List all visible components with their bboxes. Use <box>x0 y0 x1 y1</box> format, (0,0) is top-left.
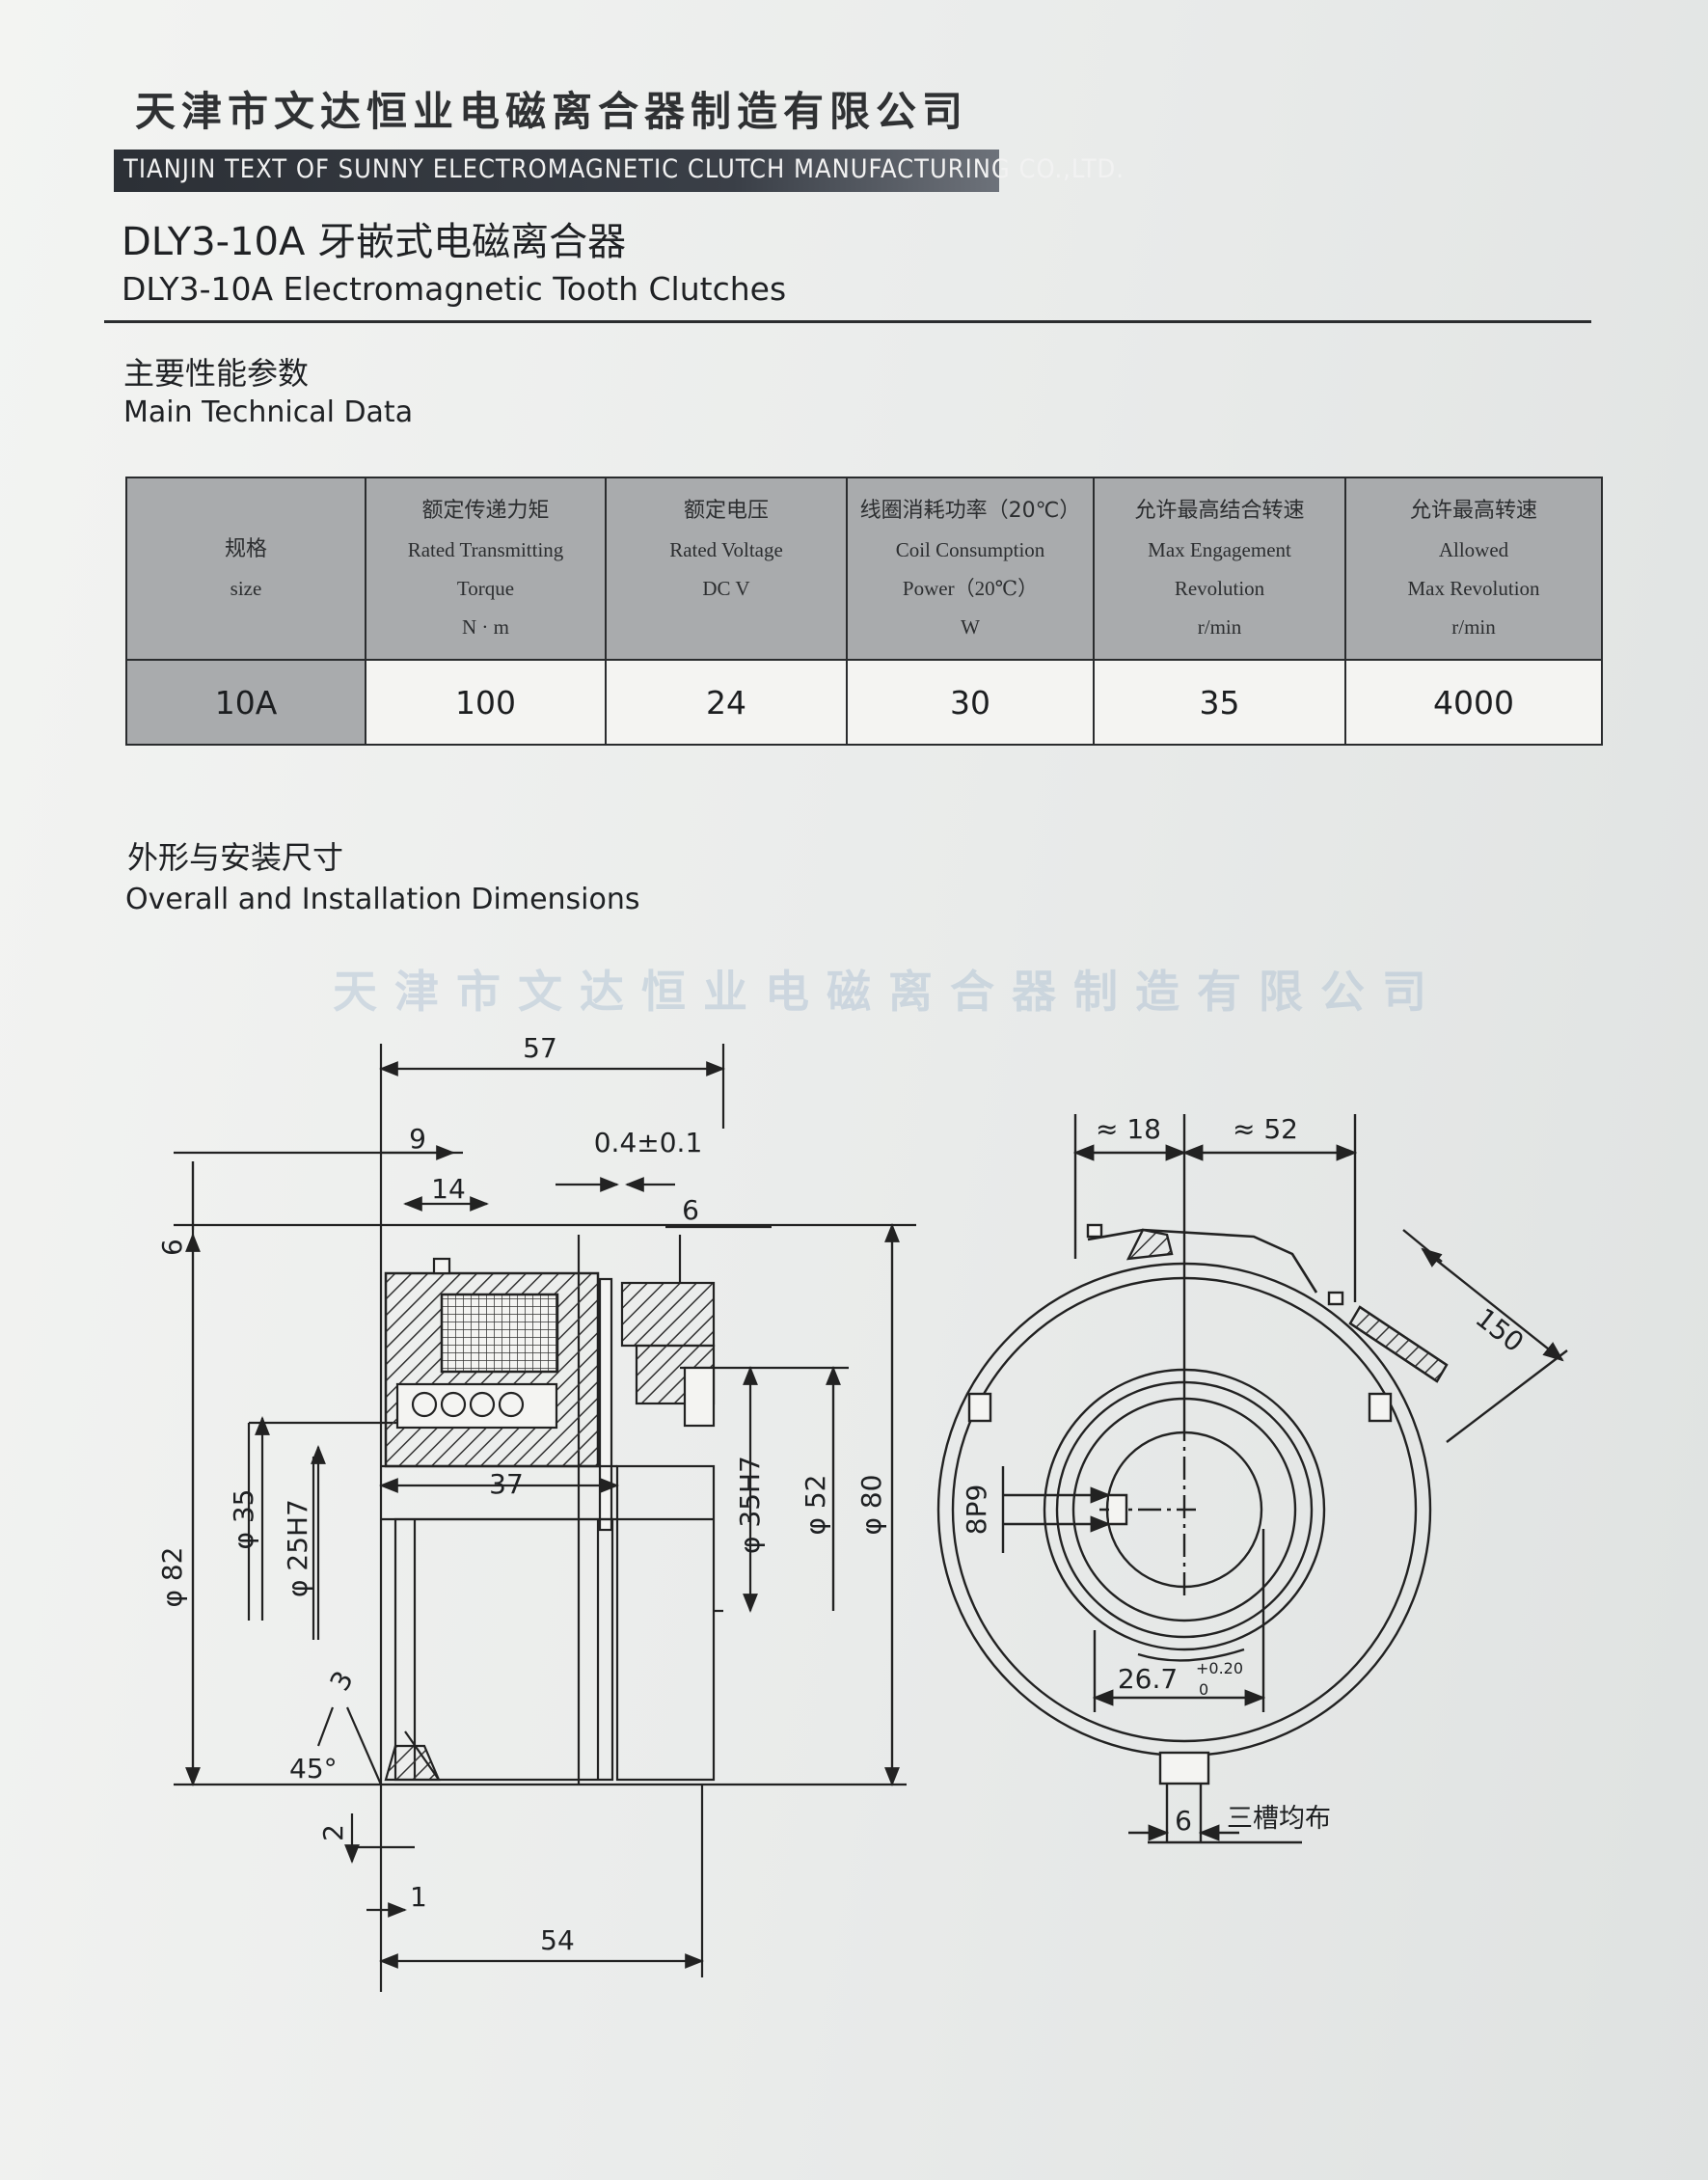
dim-2: 2 <box>317 1824 349 1841</box>
header-voltage: 额定电压 Rated Voltage DC V <box>605 477 848 661</box>
slot-note: 三槽均布 <box>1227 1804 1331 1834</box>
dim-1: 1 <box>410 1881 427 1913</box>
header-engagement-cn: 允许最高结合转速 <box>1134 498 1305 523</box>
header-torque-unit: N · m <box>462 614 509 639</box>
dim-tolerance-lower: 0 <box>1199 1680 1208 1699</box>
header-power-unit: W <box>961 614 980 639</box>
header-max-rev-en-2: Max Revolution <box>1407 576 1540 600</box>
dim-phi35h7: φ 35H7 <box>734 1456 766 1554</box>
dim-3: 3 <box>323 1666 359 1697</box>
header-voltage-unit: DC V <box>702 576 750 600</box>
cell-engagement: 35 <box>1093 659 1346 746</box>
header-power-en-2: Power（20℃） <box>902 576 1039 600</box>
header-max-rev-unit: r/min <box>1451 614 1496 639</box>
header-size-cn: 规格 <box>224 536 267 561</box>
tech-section-title-en: Main Technical Data <box>123 395 414 429</box>
cell-torque: 100 <box>365 659 607 746</box>
header-voltage-cn: 额定电压 <box>683 498 769 523</box>
header-size-en: size <box>230 576 262 600</box>
product-title-cn: DLY3-10A 牙嵌式电磁离合器 <box>122 220 627 264</box>
header-max-rev-cn: 允许最高转速 <box>1409 498 1537 523</box>
dim-8p9: 8P9 <box>961 1485 992 1536</box>
dim-9: 9 <box>409 1123 426 1155</box>
product-title-en: DLY3-10A Electromagnetic Tooth Clutches <box>122 270 787 308</box>
cell-max-rev: 4000 <box>1344 659 1603 746</box>
dim-26-7: 26.7 <box>1118 1663 1178 1695</box>
header-torque-cn: 额定传递力矩 <box>421 498 550 523</box>
dim-section-title-cn: 外形与安装尺寸 <box>127 839 344 876</box>
dim-phi25h7: φ 25H7 <box>282 1499 313 1597</box>
header-voltage-en: Rated Voltage <box>669 537 783 561</box>
dim-phi80: φ 80 <box>855 1475 887 1536</box>
front-view <box>936 1114 1568 1844</box>
header-torque: 额定传递力矩 Rated Transmitting Torque N · m <box>365 477 607 661</box>
dim-150: 150 <box>1470 1302 1530 1359</box>
header-max-rev: 允许最高转速 Allowed Max Revolution r/min <box>1344 477 1603 661</box>
header-size: 规格 size <box>125 477 366 661</box>
spec-table: 规格 size 额定传递力矩 Rated Transmitting Torque… <box>125 477 1603 746</box>
dimension-drawing: 57 9 14 0.4±0.1 6 6 φ 82 φ 35 φ 25H7 37 … <box>156 1032 1568 1992</box>
title-divider <box>104 320 1591 323</box>
dim-section-title-en: Overall and Installation Dimensions <box>125 883 640 916</box>
header-engagement-en-1: Max Engagement <box>1148 537 1291 561</box>
dim-phi82: φ 82 <box>156 1547 188 1608</box>
header-power-en-1: Coil Consumption <box>895 537 1045 561</box>
dim-approx-52: ≈ 52 <box>1233 1113 1298 1145</box>
company-name-cn: 天津市文达恒业电磁离合器制造有限公司 <box>135 88 969 135</box>
header-max-rev-en-1: Allowed <box>1438 537 1509 561</box>
spec-table-header-row: 规格 size 额定传递力矩 Rated Transmitting Torque… <box>125 477 1603 661</box>
company-band <box>114 150 999 192</box>
dim-gap: 0.4±0.1 <box>594 1127 703 1158</box>
header-torque-en-1: Rated Transmitting <box>407 537 564 561</box>
dim-37: 37 <box>489 1468 524 1500</box>
watermark: 天津市文达恒业电磁离合器制造有限公司 <box>333 966 1444 1018</box>
dim-6-top: 6 <box>682 1194 699 1226</box>
dim-57: 57 <box>523 1032 557 1064</box>
header-torque-en-2: Torque <box>456 576 515 600</box>
cell-power: 30 <box>846 659 1095 746</box>
dim-45deg: 45° <box>289 1753 338 1785</box>
dim-approx-18: ≈ 18 <box>1096 1113 1161 1145</box>
dim-6-left: 6 <box>156 1239 188 1256</box>
side-view-labels: 57 9 14 0.4±0.1 6 6 φ 82 φ 35 φ 25H7 37 … <box>156 1032 887 1956</box>
dim-14: 14 <box>431 1173 466 1205</box>
company-name-en: TIANJIN TEXT OF SUNNY ELECTROMAGNETIC CL… <box>123 154 1125 184</box>
header-power-cn: 线圈消耗功率（20℃） <box>859 498 1081 523</box>
cell-size: 10A <box>125 659 366 746</box>
header-engagement: 允许最高结合转速 Max Engagement Revolution r/min <box>1093 477 1346 661</box>
dim-54: 54 <box>540 1924 575 1956</box>
side-view <box>174 1044 916 1992</box>
dim-phi52: φ 52 <box>800 1475 831 1536</box>
dim-phi35: φ 35 <box>228 1489 259 1550</box>
front-view-labels: ≈ 18 ≈ 52 150 8P9 26.7 +0.20 0 6 三槽均布 <box>961 1113 1530 1837</box>
header-power: 线圈消耗功率（20℃） Coil Consumption Power（20℃） … <box>846 477 1095 661</box>
dim-6-slot: 6 <box>1175 1805 1192 1837</box>
header-engagement-en-2: Revolution <box>1174 576 1265 600</box>
table-row: 10A 100 24 30 35 4000 <box>125 659 1603 746</box>
tech-section-title-cn: 主要性能参数 <box>123 355 310 392</box>
header-engagement-unit: r/min <box>1197 614 1242 639</box>
dim-tolerance-upper: +0.20 <box>1196 1659 1243 1677</box>
cell-voltage: 24 <box>605 659 848 746</box>
